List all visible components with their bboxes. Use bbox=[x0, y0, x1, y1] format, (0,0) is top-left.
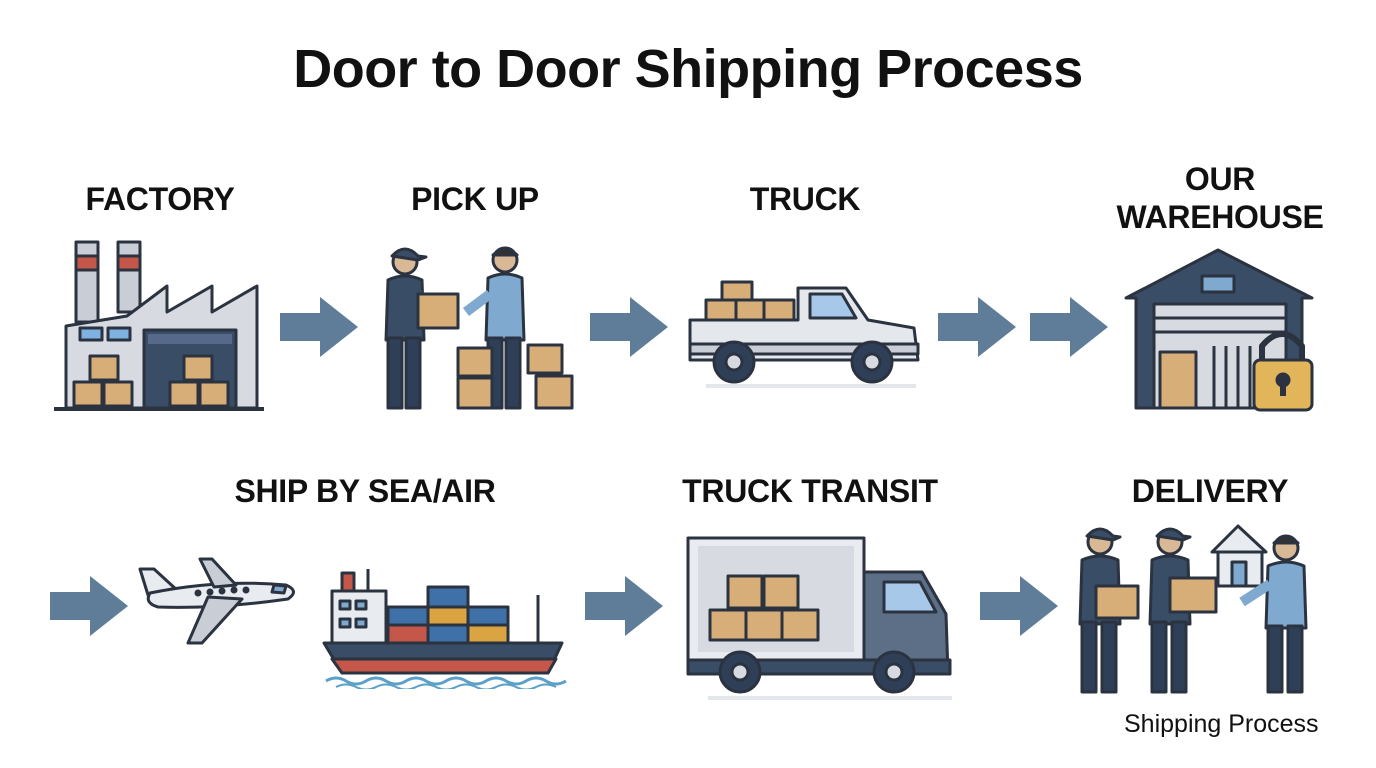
step-label-our-warehouse: OUR WAREHOUSE bbox=[1116, 161, 1324, 235]
step-label-truck-transit: TRUCK TRANSIT bbox=[682, 473, 938, 509]
airplane-icon bbox=[138, 557, 295, 645]
step-label-ship-by-sea-air: SHIP BY SEA/AIR bbox=[234, 473, 496, 509]
pickup-truck-icon bbox=[688, 280, 920, 388]
arrow-right-icon bbox=[50, 576, 128, 636]
arrow-right-icon bbox=[980, 576, 1058, 636]
step-label-factory: FACTORY bbox=[85, 181, 235, 217]
warehouse-icon bbox=[1124, 248, 1314, 412]
cargo-ship-icon bbox=[322, 569, 567, 689]
arrow-right-icon bbox=[938, 297, 1016, 357]
arrow-right-icon bbox=[585, 576, 663, 636]
arrow-right-icon bbox=[1030, 297, 1108, 357]
arrow-right-icon bbox=[280, 297, 358, 357]
pick-up-workers-icon bbox=[384, 246, 574, 410]
step-label-pick-up: PICK UP bbox=[411, 181, 539, 217]
footer-caption: Shipping Process bbox=[1124, 710, 1319, 738]
arrow-right-icon bbox=[590, 297, 668, 357]
step-label-truck: TRUCK bbox=[749, 181, 861, 217]
page-title: Door to Door Shipping Process bbox=[293, 39, 1083, 99]
delivery-workers-icon bbox=[1078, 524, 1308, 694]
step-label-delivery: DELIVERY bbox=[1131, 473, 1289, 509]
box-truck-icon bbox=[686, 536, 952, 700]
factory-icon bbox=[54, 240, 264, 411]
